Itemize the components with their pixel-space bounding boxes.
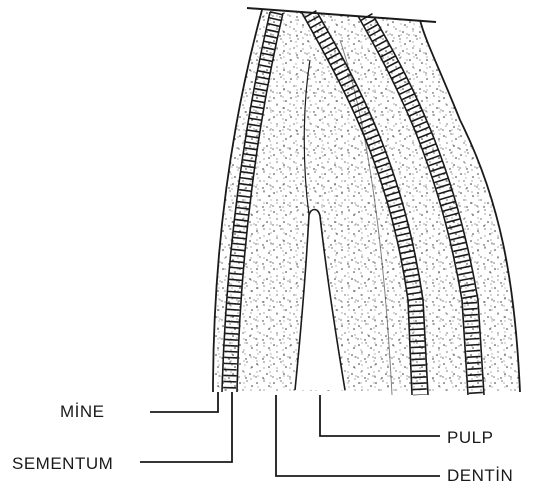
leader-lines (140, 392, 440, 476)
label-mine: MİNE (60, 403, 105, 420)
label-sementum: SEMENTUM (12, 455, 113, 472)
leader-mine (150, 392, 218, 412)
label-pulp: PULP (447, 429, 493, 446)
label-dentin: DENTİN (447, 467, 513, 484)
dentin-region (213, 10, 520, 392)
leader-pulp (320, 395, 440, 436)
